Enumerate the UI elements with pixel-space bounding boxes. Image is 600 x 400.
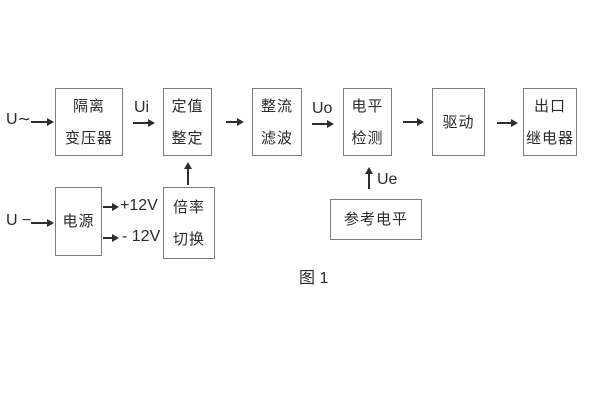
block-label: 驱动 <box>442 113 475 131</box>
arrow-head-right-icon <box>327 120 334 128</box>
arrow-head-right-icon <box>47 219 54 227</box>
arrow-shaft <box>31 222 49 224</box>
label-signal-ue: Ue <box>377 171 398 188</box>
arrow-ac-input <box>31 118 54 126</box>
arrow-setting-to-rectifier <box>226 118 244 126</box>
arrow-shaft <box>103 237 114 239</box>
block-reference-level: 参考电平 <box>330 199 422 240</box>
label-input-dc: U − <box>6 212 32 229</box>
label-signal-uo: Uo <box>312 100 333 117</box>
arrow-head-right-icon <box>148 119 155 127</box>
arrow-head-right-icon <box>417 118 424 126</box>
label-rail-plus-12v: +12V <box>120 197 158 214</box>
block-label: 继电器 <box>525 129 574 147</box>
label-rail-minus-12v: - 12V <box>122 228 161 245</box>
block-label: 出口 <box>533 97 566 115</box>
block-label: 滤波 <box>260 129 293 147</box>
arrow-ratio-to-setting <box>184 162 192 185</box>
arrow-shaft <box>31 121 49 123</box>
arrow-transformer-to-setting <box>133 119 155 127</box>
arrow-head-up-icon <box>184 162 192 169</box>
arrow-power-to-plus12v <box>103 203 119 211</box>
block-label: 整定 <box>171 129 204 147</box>
arrow-dc-input <box>31 219 54 227</box>
block-label: 倍率 <box>172 198 205 216</box>
arrow-shaft <box>368 172 370 189</box>
arrow-head-right-icon <box>112 203 119 211</box>
block-level-detect: 电平检测 <box>343 88 392 156</box>
arrow-rectifier-to-level <box>312 120 334 128</box>
arrow-shaft <box>133 122 150 124</box>
block-label: 变压器 <box>64 129 113 147</box>
block-output-relay: 出口继电器 <box>523 88 577 156</box>
block-drive: 驱动 <box>432 88 485 156</box>
arrow-shaft <box>226 121 239 123</box>
block-label: 检测 <box>351 129 384 147</box>
block-label: 隔离 <box>72 97 105 115</box>
arrow-shaft <box>103 206 114 208</box>
block-label: 切换 <box>172 230 205 248</box>
label-signal-ui: Ui <box>134 99 150 116</box>
arrow-head-right-icon <box>511 119 518 127</box>
arrow-level-to-drive <box>403 118 424 126</box>
block-isolation-transformer: 隔离变压器 <box>55 88 123 156</box>
arrow-shaft <box>312 123 329 125</box>
block-power-supply: 电源 <box>55 187 102 256</box>
arrow-reference-to-level <box>365 167 373 189</box>
arrow-head-right-icon <box>47 118 54 126</box>
arrow-shaft <box>497 122 513 124</box>
arrow-drive-to-relay <box>497 119 518 127</box>
arrow-shaft <box>187 167 189 185</box>
block-ratio-switch: 倍率切换 <box>163 187 215 259</box>
arrow-head-up-icon <box>365 167 373 174</box>
arrow-head-right-icon <box>112 234 119 242</box>
block-setting-adjust: 定值整定 <box>163 88 212 156</box>
block-label: 参考电平 <box>343 211 408 228</box>
arrow-head-right-icon <box>237 118 244 126</box>
block-rectify-filter: 整流滤波 <box>252 88 302 156</box>
block-label: 定值 <box>171 97 204 115</box>
figure-caption: 图 1 <box>299 270 329 287</box>
block-label: 整流 <box>260 97 293 115</box>
arrow-shaft <box>403 121 419 123</box>
arrow-power-to-minus12v <box>103 234 119 242</box>
block-label: 电平 <box>351 97 384 115</box>
label-input-ac: U∼ <box>6 111 31 128</box>
block-label: 电源 <box>62 213 95 230</box>
